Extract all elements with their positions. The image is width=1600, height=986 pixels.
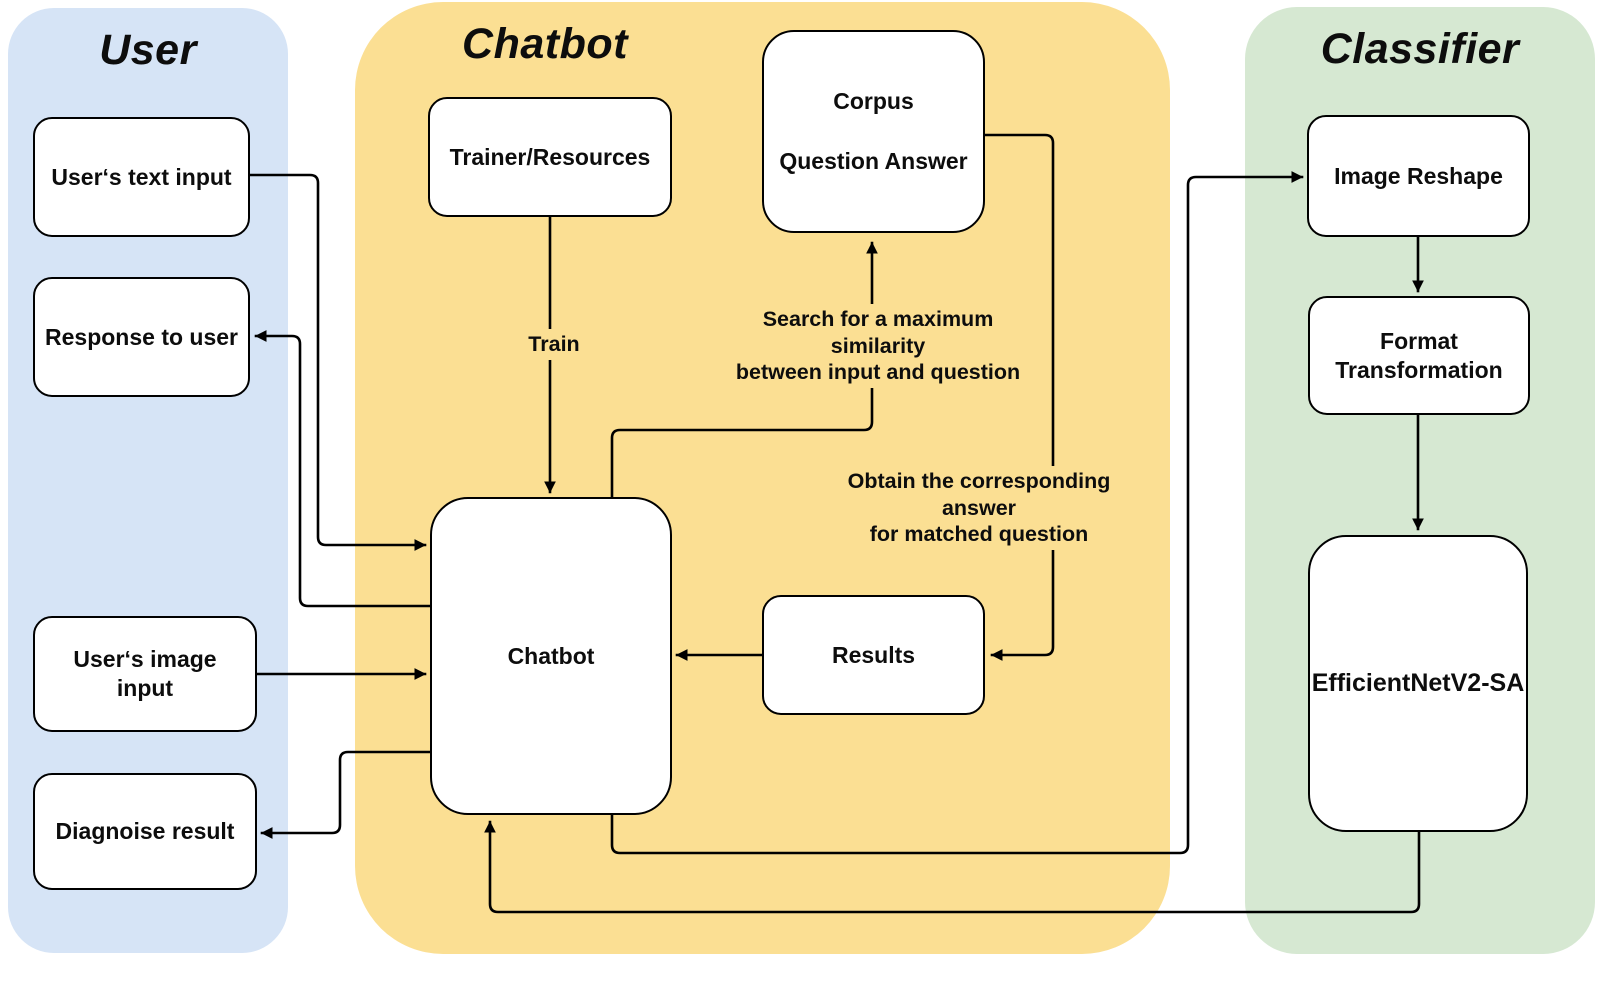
obtain-answer-edge-label: Obtain the corresponding answer for matc…	[819, 466, 1139, 550]
node-trainer-resources: Trainer/Resources	[428, 97, 672, 217]
user-panel-title: User	[99, 26, 197, 74]
node-corpus-label-line2: Question Answer	[779, 148, 968, 174]
edge-chatbot-to-corpus-search	[610, 241, 878, 499]
node-chatbot: Chatbot	[430, 497, 672, 815]
node-diagnoise-result: Diagnoise result	[33, 773, 257, 890]
node-diagnoise-result-label: Diagnoise result	[55, 818, 235, 844]
node-trainer-resources-label: Trainer/Resources	[449, 143, 651, 170]
node-user-image-input-label: User‘s image input	[73, 646, 217, 701]
node-image-reshape: Image Reshape	[1307, 115, 1530, 237]
node-results: Results	[762, 595, 985, 715]
node-corpus-label-line1: Corpus	[833, 88, 914, 114]
classifier-panel-title: Classifier	[1320, 25, 1520, 73]
node-response-to-user-label: Response to user	[45, 323, 238, 350]
edge-chatbot-to-response	[254, 330, 432, 608]
node-results-label: Results	[831, 641, 916, 668]
node-image-reshape-label: Image Reshape	[1334, 162, 1503, 189]
node-user-image-input: User‘s image input	[33, 616, 257, 732]
node-user-text-input-label: User‘s text input	[51, 163, 232, 190]
node-format-transformation-label: Format Transformation	[1335, 327, 1503, 383]
edge-chatbot-to-diagnoise	[260, 750, 432, 839]
chatbot-panel-title: Chatbot	[462, 20, 628, 68]
node-format-transformation: Format Transformation	[1308, 296, 1530, 415]
node-response-to-user: Response to user	[33, 277, 250, 397]
search-similarity-edge-label: Search for a maximum similarity between …	[714, 304, 1042, 388]
node-chatbot-label: Chatbot	[507, 642, 595, 669]
edge-corpus-to-results-obtain	[983, 133, 1055, 661]
node-user-text-input: User‘s text input	[33, 117, 250, 237]
edge-chatbot-to-image-reshape	[610, 171, 1304, 855]
train-edge-label: Train	[500, 329, 608, 360]
node-efficientnetv2-sa-label: EfficientNetV2-SA	[1311, 669, 1525, 697]
edge-text-input-to-chatbot	[248, 173, 427, 551]
node-efficientnetv2-sa: EfficientNetV2-SA	[1308, 535, 1528, 832]
node-corpus-question-answer: Corpus Question Answer	[762, 30, 985, 233]
edge-efficientnet-to-chatbot	[484, 820, 1421, 914]
